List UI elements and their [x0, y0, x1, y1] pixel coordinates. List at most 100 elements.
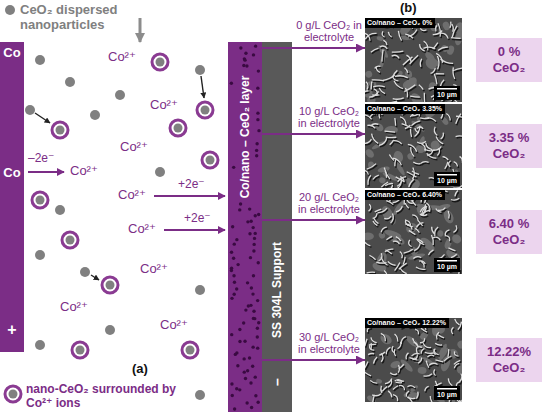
- sem-flake: [435, 227, 439, 236]
- sem-flake: [433, 146, 441, 150]
- embedded-particle: [251, 345, 254, 348]
- sem-flake: [394, 349, 395, 356]
- embedded-particle: [231, 225, 234, 228]
- sem-flake-shadow: [368, 273, 376, 274]
- sem-flake: [422, 144, 426, 151]
- electron-label: +2e⁻: [184, 212, 211, 226]
- embedded-particle: [256, 86, 259, 89]
- embedded-particle: [252, 249, 255, 252]
- sem-grain: [409, 91, 426, 102]
- electrode-label: Co: [3, 166, 20, 179]
- sem-flake: [417, 127, 423, 129]
- particle-core: [36, 196, 45, 205]
- embedded-particle: [232, 257, 235, 260]
- sem-flake: [437, 56, 439, 69]
- embedded-particle: [242, 357, 245, 360]
- sem-flake: [391, 101, 397, 102]
- edge-label: 30 g/L CeO₂ in electrolyte: [296, 331, 362, 355]
- sem-flake: [412, 215, 418, 221]
- sem-flake-shadow: [395, 351, 396, 358]
- polarity-sign: –: [270, 378, 284, 386]
- sem-flake: [434, 349, 439, 355]
- sem-flake: [381, 227, 387, 232]
- ion-shell: [5, 386, 21, 402]
- sem-flake: [453, 225, 456, 232]
- embedded-particle: [234, 353, 237, 356]
- sem-grain: [447, 348, 460, 361]
- sem-flake: [434, 74, 437, 85]
- sem-ground: [365, 318, 462, 402]
- sem-flake: [398, 365, 399, 372]
- sem-flake: [401, 337, 406, 344]
- ceo2-particle: [80, 267, 90, 277]
- coated-particle: [170, 120, 186, 136]
- sem-flake: [454, 351, 458, 356]
- embedded-particle: [255, 154, 258, 157]
- sem-flake: [392, 346, 394, 353]
- embedded-particle: [251, 292, 254, 295]
- sem-grain: [450, 233, 462, 246]
- sem-flake: [411, 129, 412, 137]
- sem-flake: [382, 50, 383, 62]
- coating-layer-band: Co/nano – CeO₂ layer: [228, 42, 262, 412]
- sem-flake: [425, 352, 434, 353]
- sem-flake-shadow: [428, 357, 435, 359]
- sem-flake: [365, 372, 371, 376]
- sem-flake-shadow: [452, 329, 454, 336]
- band-label: Co/nano – CeO₂ layer: [239, 76, 251, 199]
- embedded-particle: [251, 365, 254, 368]
- sem-flake-shadow: [368, 329, 372, 334]
- embedded-particle: [239, 46, 242, 49]
- sem-flake: [372, 79, 384, 81]
- sem-ground: [365, 104, 462, 188]
- sem-flake: [417, 239, 424, 245]
- sem-flake: [458, 322, 462, 330]
- embedded-particle: [256, 400, 259, 403]
- sem-grain: [393, 159, 406, 176]
- sem-flake: [368, 354, 374, 355]
- embedded-particle: [230, 333, 233, 336]
- ceo2-particle: [90, 110, 100, 120]
- process-arrow: [262, 219, 365, 221]
- sem-flake: [369, 255, 375, 260]
- sem-flake: [420, 117, 429, 119]
- sem-ground: [365, 190, 462, 274]
- coated-particle: [197, 102, 213, 118]
- composition-label: 3.35 % CeO₂: [484, 130, 534, 162]
- sem-flake: [456, 135, 462, 137]
- scale-bar-label: 10 µm: [434, 386, 460, 400]
- sem-flake: [390, 373, 397, 375]
- ceo2-particle: [195, 390, 205, 400]
- process-arrow: [262, 359, 365, 361]
- substrate-band: SS 304L Support–: [262, 42, 292, 412]
- sem-grain: [387, 232, 406, 247]
- sem-flake: [393, 395, 398, 402]
- sem-grain: [378, 332, 393, 347]
- coated-particle: [102, 277, 118, 293]
- embedded-particle: [257, 261, 260, 264]
- embedded-particle: [244, 52, 247, 55]
- sem-flake: [395, 380, 402, 381]
- sem-flake: [415, 128, 419, 133]
- sem-flake: [386, 347, 390, 354]
- sem-flake: [365, 240, 370, 246]
- embedded-particle: [248, 207, 251, 210]
- embedded-particle: [230, 82, 233, 85]
- embedded-particle: [252, 243, 255, 246]
- embedded-particle: [236, 263, 239, 266]
- sem-flake: [417, 239, 423, 243]
- sem-grain: [437, 230, 443, 237]
- embedded-particle: [248, 356, 251, 359]
- embedded-particle: [239, 202, 242, 205]
- sem-flake: [365, 362, 368, 369]
- ion-label: Co²⁺: [108, 50, 136, 65]
- process-arrow: [262, 133, 365, 135]
- embedded-particle: [235, 238, 238, 241]
- sem-flake: [365, 91, 369, 93]
- sem-flake: [405, 68, 408, 73]
- sem-flake: [379, 88, 385, 94]
- embedded-particle: [256, 327, 259, 330]
- coated-particle: [202, 152, 218, 168]
- sem-flake: [373, 395, 375, 402]
- edge-label: 0 g/L CeO₂ in electrolyte: [296, 19, 362, 43]
